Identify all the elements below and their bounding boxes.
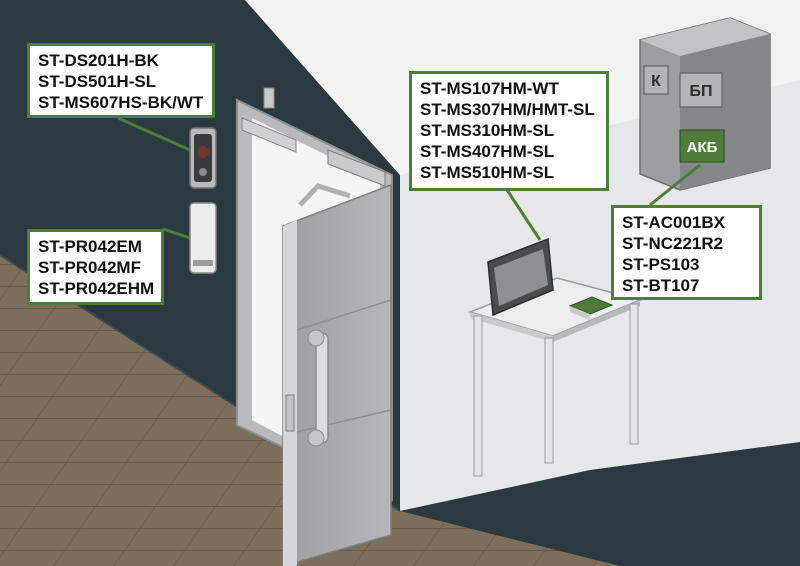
reader-model-1: ST-PR042EM	[38, 237, 142, 256]
electromagnetic-lock-icon	[241, 87, 297, 153]
intercom-model-2: ST-DS501H-SL	[38, 72, 157, 91]
monitor-model-2: ST-MS307HM/HMT-SL	[420, 100, 595, 119]
monitor-model-3: ST-MS310HM-SL	[420, 121, 555, 140]
indoor-monitor-icon	[487, 237, 554, 317]
reader-model-2: ST-PR042MF	[38, 258, 141, 277]
k-label: К	[651, 73, 661, 90]
reader-model-3: ST-PR042EHM	[38, 279, 155, 298]
proximity-reader-icon	[189, 202, 217, 274]
wood-floor	[0, 255, 620, 566]
power-model-4: ST-BT107	[622, 276, 700, 295]
akb-label: АКБ	[687, 139, 718, 156]
monitor-model-1: ST-MS107HM-WT	[420, 79, 559, 98]
power-cabinet: К БП АКБ	[639, 17, 771, 191]
power-model-3: ST-PS103	[622, 255, 700, 274]
bp-label: БП	[690, 83, 713, 100]
book-icon	[568, 296, 614, 320]
callout-power-models: ST-AC001BX ST-NC221R2 ST-PS103 ST-BT107	[611, 205, 762, 300]
intercom-model-3: ST-MS607HS-BK/WT	[38, 93, 204, 112]
monitor-model-4: ST-MS407HM-SL	[420, 142, 555, 161]
video-doorbell-icon	[189, 127, 217, 189]
callout-monitor-models: ST-MS107HM-WT ST-MS307HM/HMT-SL ST-MS310…	[409, 71, 609, 191]
door-closer-icon	[298, 149, 386, 207]
monitor-model-5: ST-MS510HM-SL	[420, 163, 555, 182]
callout-reader-models: ST-PR042EM ST-PR042MF ST-PR042EHM	[27, 229, 164, 305]
power-model-1: ST-AC001BX	[622, 213, 725, 232]
intercom-model-1: ST-DS201H-BK	[38, 51, 159, 70]
side-table	[467, 277, 643, 477]
door-leaf	[282, 183, 392, 566]
power-model-2: ST-NC221R2	[622, 234, 724, 253]
callout-intercom-models: ST-DS201H-BK ST-DS501H-SL ST-MS607HS-BK/…	[27, 43, 215, 118]
door-handle	[307, 329, 329, 447]
